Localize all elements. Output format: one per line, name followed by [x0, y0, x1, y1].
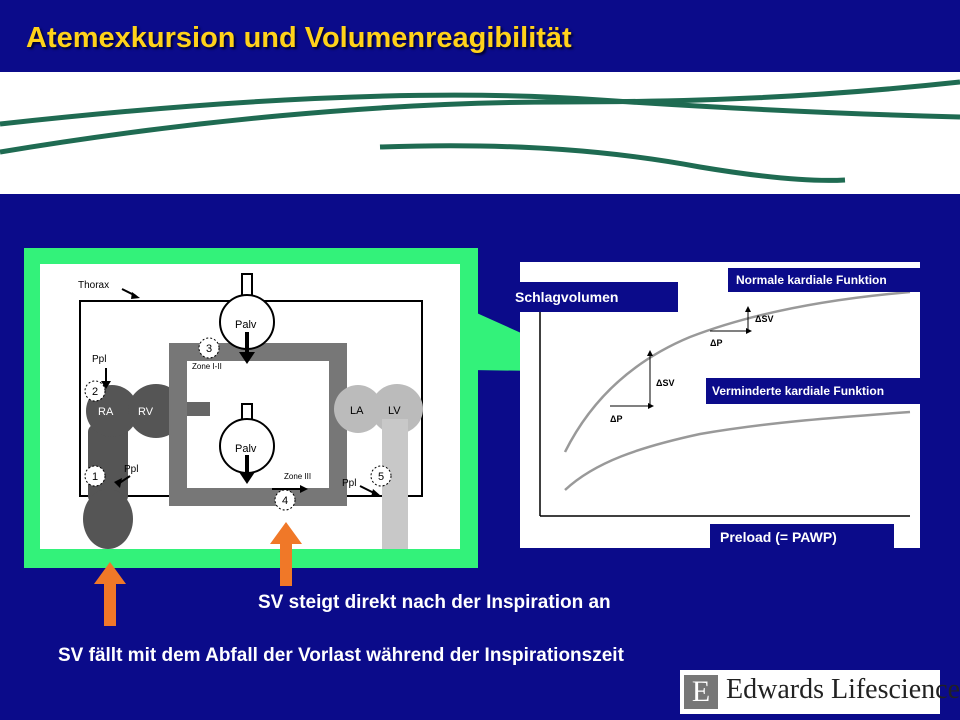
badge-3	[198, 337, 220, 359]
delta-sv-lower: ΔSV	[656, 378, 674, 388]
arrow-up-middle	[270, 522, 302, 586]
badge-3-label: 3	[206, 343, 212, 355]
zone-bottom-label: Zone III	[284, 472, 311, 481]
delta-p-upper: ΔP	[710, 338, 722, 348]
lv-label: LV	[388, 405, 401, 417]
logo-text: Edwards Lifesciences	[726, 674, 960, 705]
badge-5-label: 5	[378, 471, 384, 483]
y-axis-label: Schlagvolumen	[510, 282, 678, 312]
swoosh-decoration	[0, 79, 960, 183]
caption-sv-fall: SV fällt mit dem Abfall der Vorlast währ…	[58, 645, 624, 666]
ppl-label-right: Ppl	[342, 478, 356, 489]
header-band	[0, 72, 960, 194]
curve-reduced-label: Verminderte kardiale Funktion	[706, 378, 950, 404]
logo-mark-icon: E	[684, 675, 718, 709]
ppl-label-top: Ppl	[92, 354, 106, 365]
badge-5	[370, 465, 392, 487]
vena-cava	[83, 489, 133, 549]
left-atrium	[334, 385, 382, 433]
arrow-up-left	[94, 562, 126, 626]
zone-top-label: Zone I-II	[192, 362, 222, 371]
ppl-label-bottom: Ppl	[124, 464, 138, 475]
curve-normal-label: Normale kardiale Funktion	[728, 268, 946, 292]
badge-1	[84, 465, 106, 487]
diagram-panel: 2 1 3 4 5 Thorax Ppl Ppl Ppl Palv Palv Z…	[40, 264, 460, 549]
badge-4-label: 4	[282, 495, 288, 507]
curve-reduced	[564, 410, 911, 491]
pulmonary-loop	[169, 343, 347, 506]
page-title: Atemexkursion und Volumenreagibilität	[26, 22, 572, 54]
palv-label-top: Palv	[235, 319, 257, 331]
chart-svg: ΔP ΔSV ΔP ΔSV	[539, 290, 911, 517]
company-logo: E Edwards Lifesciences	[680, 670, 960, 714]
caption-sv-rise: SV steigt direkt nach der Inspiration an	[258, 592, 611, 613]
badge-2-label: 2	[92, 386, 98, 398]
rv-label: RV	[138, 406, 154, 418]
ra-label: RA	[98, 406, 114, 418]
la-label: LA	[350, 405, 364, 417]
x-axis-label: Preload (= PAWP)	[710, 524, 894, 550]
curve-normal	[563, 290, 911, 453]
badge-2	[84, 380, 106, 402]
palv-label-bottom: Palv	[235, 443, 257, 455]
delta-p-lower: ΔP	[610, 414, 622, 424]
badge-1-label: 1	[92, 471, 98, 483]
thorax-label: Thorax	[78, 280, 109, 291]
heart-lung-diagram: 2 1 3 4 5 Thorax Ppl Ppl Ppl Palv Palv Z…	[78, 273, 423, 549]
badge-4	[274, 489, 296, 511]
delta-sv-upper: ΔSV	[755, 314, 773, 324]
